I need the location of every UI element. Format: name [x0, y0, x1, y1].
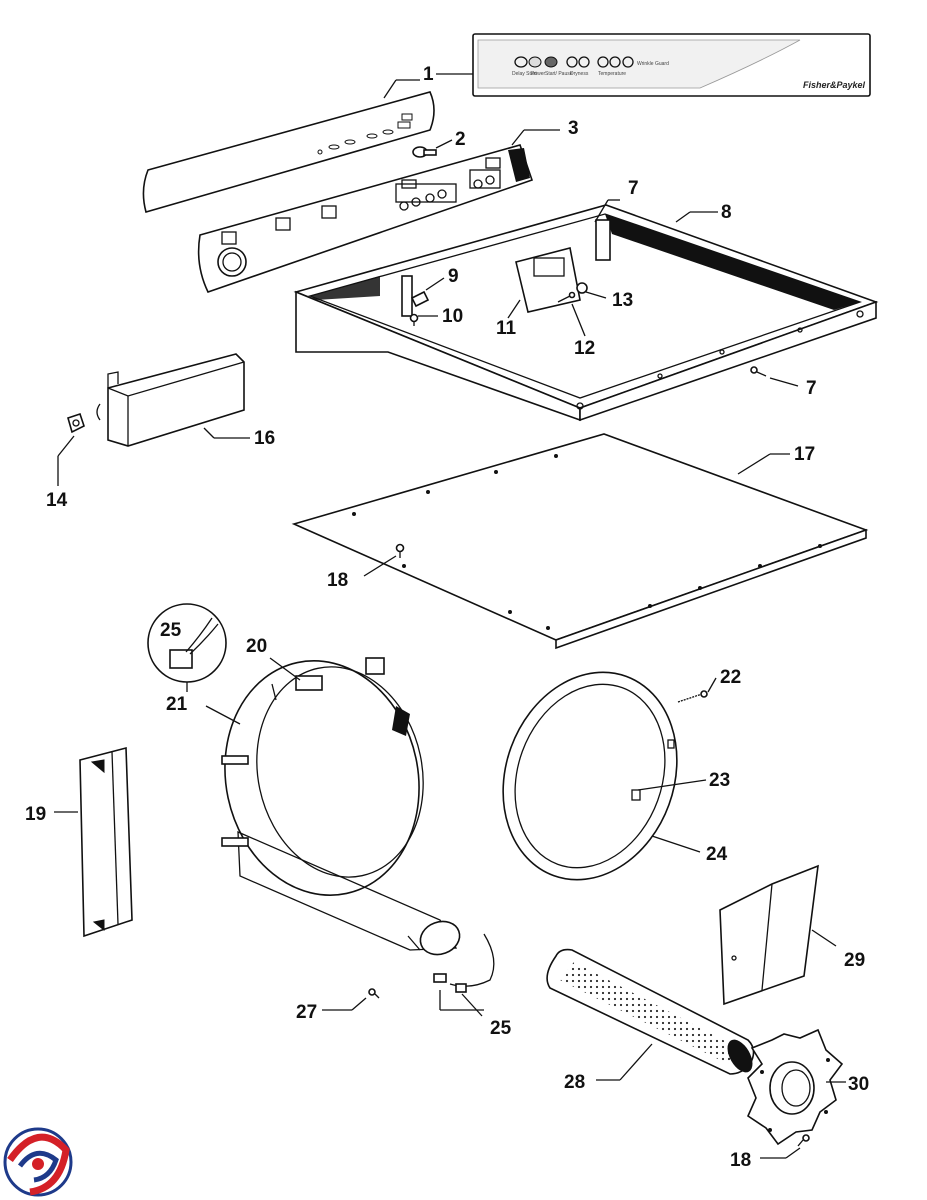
screw-7 [750, 366, 767, 377]
callout-11: 11 [496, 318, 517, 339]
callout-7-top: 7 [628, 178, 639, 199]
callout-18-top: 18 [327, 570, 348, 591]
callout-16: 16 [254, 428, 275, 449]
callout-2: 2 [455, 129, 466, 150]
screw-18-top [395, 543, 405, 558]
brand-text: Fisher&Paykel [803, 80, 866, 90]
control-decal [142, 91, 435, 213]
bracket-19 [79, 746, 133, 938]
callout-12: 12 [574, 338, 595, 359]
housing-16 [96, 353, 245, 447]
callout-28: 28 [564, 1072, 585, 1093]
callout-23: 23 [709, 770, 730, 791]
callout-20: 20 [246, 636, 267, 657]
console [197, 144, 534, 293]
drum-pipe-28 [546, 948, 755, 1075]
thermistor-harness-25 [433, 933, 495, 993]
screw-18-bottom [797, 1134, 810, 1147]
control-panel-overlay: Delay Start Power Start/ Pause Dryness T… [472, 33, 871, 97]
callout-25-bottom: 25 [490, 1018, 512, 1039]
drum-seal-24 [502, 671, 678, 881]
callout-1: 1 [423, 64, 434, 85]
callout-7-bottom: 7 [806, 378, 817, 399]
callout-13: 13 [612, 290, 633, 311]
callouts: 1 2 3 7 8 9 10 11 12 13 7 16 14 17 18 25… [25, 64, 869, 1171]
callout-29: 29 [844, 950, 865, 971]
callout-19: 19 [25, 804, 46, 825]
callout-22: 22 [720, 667, 741, 688]
top-cabinet [293, 204, 879, 422]
screw-27 [368, 988, 380, 999]
callout-30: 30 [848, 1074, 869, 1095]
panel-label-dryness: Dryness [570, 71, 589, 77]
nut-14 [67, 412, 85, 434]
flange-30 [746, 1028, 844, 1146]
callout-9: 9 [448, 266, 459, 287]
panel-label-wrinkle: Wrinkle Guard [637, 61, 669, 67]
screw-22 [677, 690, 708, 703]
panel-label-start: Start/ Pause [545, 71, 573, 77]
callout-18-bottom: 18 [730, 1150, 751, 1171]
front-bulkhead-21 [221, 657, 461, 956]
panel-label-power: Power [531, 71, 546, 77]
callout-8: 8 [721, 202, 732, 223]
callout-17: 17 [794, 444, 815, 465]
callout-10: 10 [442, 306, 463, 327]
panel-label-temperature: Temperature [598, 71, 626, 77]
knob [412, 146, 437, 158]
screw-12 [557, 291, 576, 303]
brand-logo [3, 1127, 73, 1197]
callout-21: 21 [166, 694, 188, 715]
bracket-9 [410, 290, 430, 308]
top-plate-17 [291, 433, 869, 650]
callout-25-inset: 25 [160, 620, 182, 641]
callout-3: 3 [568, 118, 579, 139]
callout-24: 24 [706, 844, 728, 865]
callout-27: 27 [296, 1002, 317, 1023]
panel-label-delay: Delay Start [512, 71, 537, 77]
screw-10 [409, 313, 419, 326]
wire-connector-inset [147, 603, 227, 683]
panel-buttons [514, 56, 634, 68]
callout-14: 14 [46, 490, 68, 511]
duct-29 [719, 864, 819, 1006]
